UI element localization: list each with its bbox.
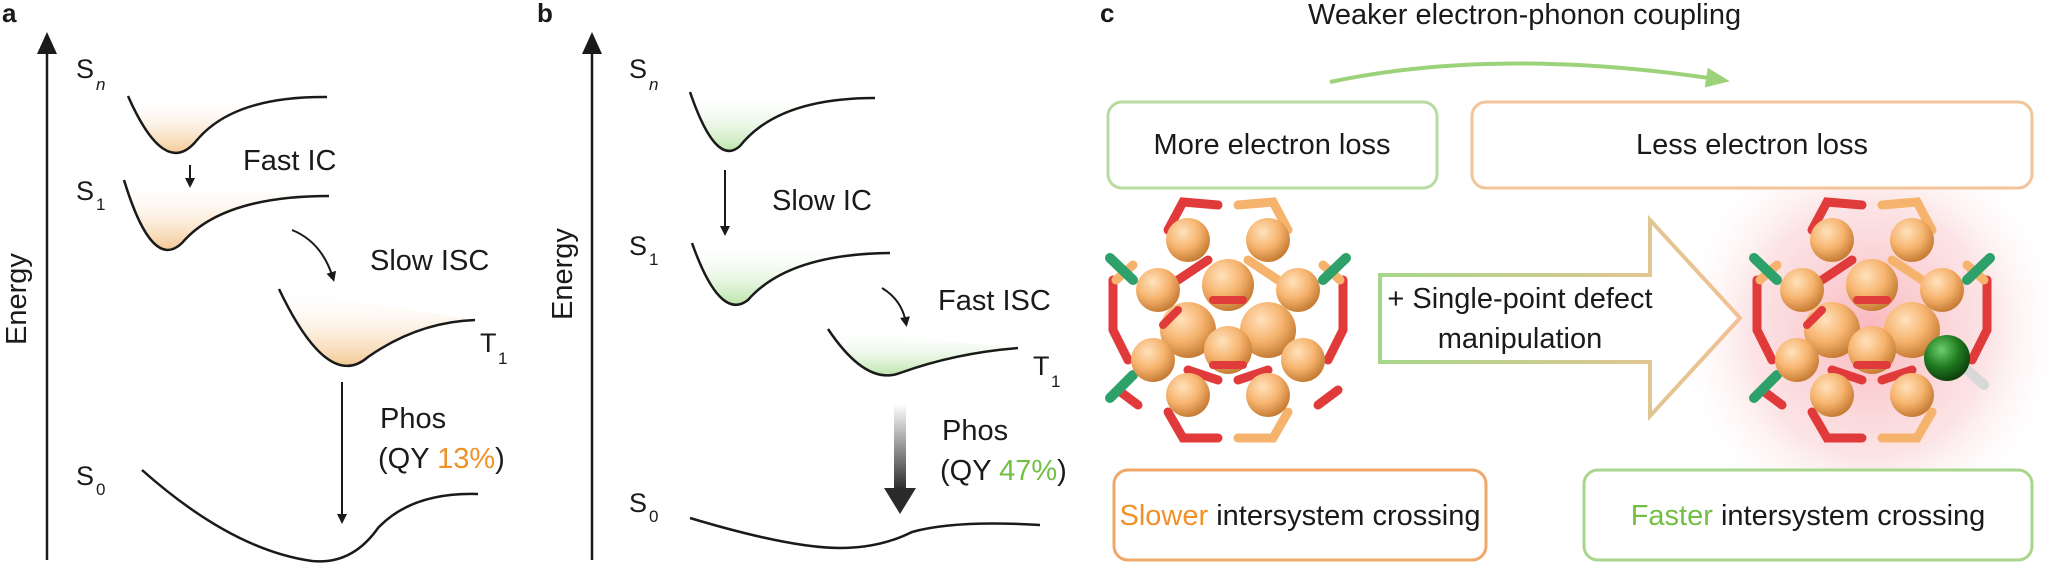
- ic-label-b: Slow IC: [772, 185, 872, 217]
- t1-well-fill-a: [279, 289, 475, 366]
- t1-label-a: T: [480, 328, 497, 358]
- slower-isc-highlight: Slower: [1119, 500, 1208, 532]
- energy-axis-label-b: Energy: [547, 228, 579, 320]
- arrow-text-line1: + Single-point defect: [1387, 283, 1652, 315]
- coupling-label: Weaker electron-phonon coupling: [1308, 0, 1741, 31]
- defect-manipulation-arrow: [1378, 214, 1743, 422]
- phos-arrow-shaft-b: [894, 404, 906, 490]
- qy-prefix-a: (QY: [378, 443, 437, 475]
- s1-sub-a: 1: [96, 195, 105, 214]
- t1-sub-a: 1: [498, 349, 507, 368]
- faster-isc-box: [1582, 468, 2034, 562]
- ic-label-a: Fast IC: [243, 145, 336, 177]
- faster-isc-text: Faster intersystem crossing: [1631, 500, 1986, 532]
- qy-value-b: 47%: [999, 455, 1057, 487]
- t1-label-b: T: [1033, 351, 1050, 381]
- s1-curve-b: [690, 242, 891, 306]
- sn-curve-b: [688, 91, 876, 153]
- energy-axis-label-a: Energy: [1, 253, 33, 345]
- sn-curve-a: [126, 95, 328, 155]
- cluster-defect: [1749, 197, 1995, 443]
- s0-curve-a: [141, 469, 479, 563]
- isc-label-a: Slow ISC: [370, 245, 489, 277]
- sn-well-fill-b: [690, 92, 875, 151]
- isc-arrow-a: [291, 229, 337, 282]
- sn-well-fill-a: [128, 96, 327, 153]
- isc-label-b: Fast ISC: [938, 285, 1051, 317]
- s1-label-b: S: [629, 231, 647, 261]
- s0-label-a: S: [76, 461, 94, 491]
- energy-axis-arrowhead-b: [582, 32, 602, 54]
- slower-isc-text: Slower intersystem crossing: [1119, 500, 1480, 532]
- faster-isc-rest: intersystem crossing: [1713, 500, 1985, 532]
- slower-isc-rest: intersystem crossing: [1208, 500, 1480, 532]
- panel-a-letter: a: [2, 0, 17, 28]
- dopant-atom: [1924, 335, 1970, 381]
- panel-b-letter: b: [537, 0, 553, 28]
- sn-sub-b: n: [649, 75, 658, 94]
- qy-value-a: 13%: [437, 443, 495, 475]
- s1-curve-a: [122, 179, 330, 252]
- energy-axis-arrowhead-a: [37, 32, 57, 54]
- t1-sub-b: 1: [1051, 372, 1060, 391]
- sn-label-b: S: [629, 54, 647, 84]
- less-electron-loss-text: Less electron loss: [1636, 129, 1868, 161]
- qy-text-a: (QY 13%): [378, 443, 505, 475]
- qy-suffix-a: ): [495, 443, 505, 475]
- s1-sub-b: 1: [649, 250, 658, 269]
- s0-label-b: S: [629, 488, 647, 518]
- panel-c-letter: c: [1100, 0, 1114, 28]
- phos-arrow-head-b: [884, 488, 916, 514]
- t1-curve-b: [826, 328, 1019, 377]
- s0-sub-a: 0: [96, 480, 105, 499]
- cluster-pristine: [1105, 197, 1351, 443]
- s1-label-a: S: [76, 176, 94, 206]
- more-electron-loss-box: [1106, 100, 1439, 190]
- s0-sub-b: 0: [649, 507, 658, 526]
- sn-label-a: S: [76, 54, 94, 84]
- qy-suffix-b: ): [1057, 455, 1067, 487]
- phos-label-b: Phos: [942, 415, 1008, 447]
- panel-c: c Weaker electron-phonon coupling More e…: [1100, 0, 2052, 562]
- arrow-text-line2: manipulation: [1438, 323, 1602, 355]
- slower-isc-box: [1112, 468, 1488, 562]
- less-electron-loss-box: [1470, 100, 2034, 190]
- s1-well-fill-a: [124, 180, 329, 250]
- panel-a: a Energy S n Fast IC S 1 Slow ISC T 1 Ph…: [1, 0, 507, 563]
- isc-arrow-b: [881, 287, 910, 327]
- more-electron-loss-text: More electron loss: [1154, 129, 1391, 161]
- sn-sub-a: n: [96, 75, 105, 94]
- t1-well-fill-b: [828, 329, 1018, 376]
- qy-prefix-b: (QY: [940, 455, 999, 487]
- coupling-arrow: [1329, 61, 1730, 88]
- faster-isc-highlight: Faster: [1631, 500, 1714, 532]
- panel-b: b Energy S n Slow IC S 1 Fast ISC T 1 Ph…: [537, 0, 1067, 560]
- qy-text-b: (QY 47%): [940, 455, 1067, 487]
- phos-label-a: Phos: [380, 403, 446, 435]
- t1-curve-a: [277, 288, 476, 368]
- s1-well-fill-b: [692, 243, 890, 305]
- s0-curve-b: [689, 516, 1041, 550]
